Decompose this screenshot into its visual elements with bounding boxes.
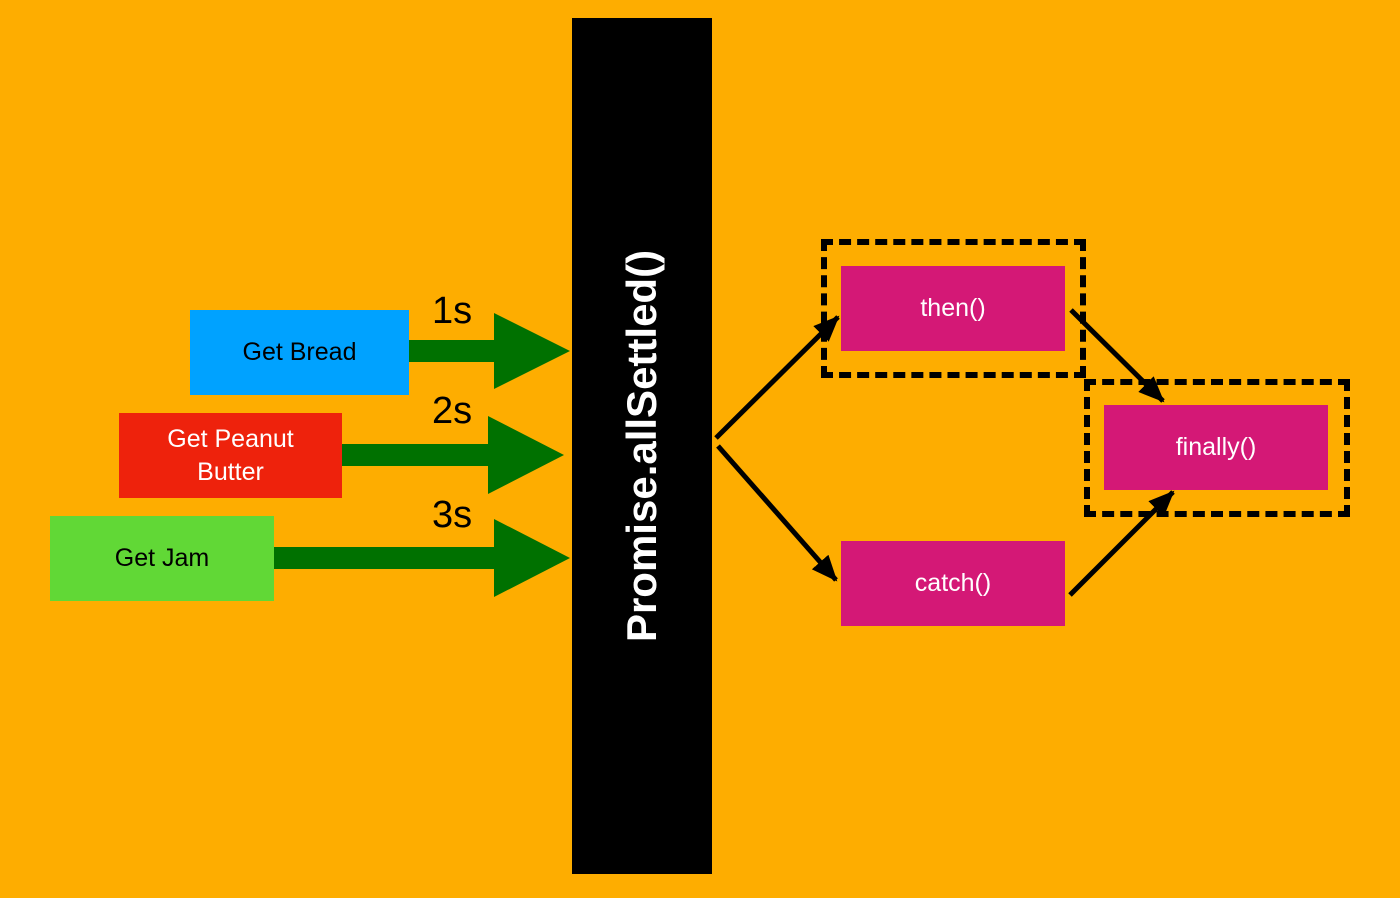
- flow-arrow-catch-to-finally: [1068, 490, 1175, 597]
- get-peanut-butter-box: Get Peanut Butter: [119, 413, 342, 498]
- pipe-arrow-jam: [274, 519, 570, 597]
- delay-label-bread: 1s: [432, 290, 473, 332]
- delay-label-jam: 3s: [432, 494, 473, 536]
- get-bread-box: Get Bread: [190, 310, 409, 395]
- flow-arrow-then-to-finally: [1069, 308, 1165, 403]
- get-jam-box: Get Jam: [50, 516, 274, 601]
- finally-box: finally(): [1104, 405, 1328, 490]
- pipe-arrow-peanut: [342, 416, 564, 494]
- then-dashed-frame: [821, 239, 1086, 378]
- pipe-arrow-bread: [409, 313, 570, 389]
- get-peanut-butter-label-line1: Get Peanut: [167, 424, 294, 453]
- get-bread-label: Get Bread: [242, 338, 357, 366]
- catch-label: catch(): [914, 569, 992, 597]
- finally-dashed-frame: [1084, 379, 1350, 517]
- finally-label: finally(): [1175, 433, 1257, 461]
- catch-box: catch(): [841, 541, 1065, 626]
- then-label: then(): [920, 294, 986, 322]
- get-jam-label: Get Jam: [114, 544, 210, 572]
- delay-label-peanut: 2s: [432, 390, 473, 432]
- flow-arrow-to-catch: [716, 444, 838, 582]
- get-peanut-butter-label-line2: Butter: [197, 457, 264, 486]
- promise-allsettled-label: Promise.allSettled(): [618, 249, 665, 643]
- promise-allsettled-bar: [572, 18, 712, 874]
- then-box: then(): [841, 266, 1065, 351]
- flow-arrow-to-then: [714, 315, 840, 440]
